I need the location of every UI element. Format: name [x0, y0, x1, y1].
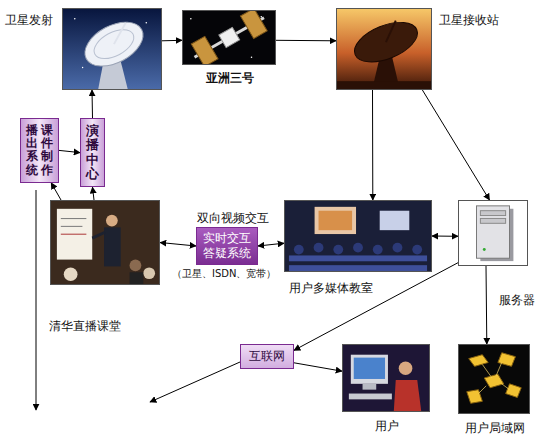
connector-arrow — [258, 243, 284, 246]
process-box: 课件制作播出系统 — [20, 118, 59, 183]
class1-picture — [51, 201, 159, 284]
internet-out-arrow — [150, 362, 240, 402]
caption-text: 清华直播课堂 — [49, 319, 121, 333]
connector-arrow — [51, 183, 61, 200]
caption-text: 用户 — [375, 419, 399, 433]
box-label: 互联网 — [249, 349, 285, 364]
lan-picture — [459, 345, 529, 413]
process-box: 实时交互答疑系统 — [196, 227, 258, 265]
caption-text: 服务器 — [499, 293, 535, 307]
photo-node: 卫星发射 — [62, 8, 162, 90]
vertical-label: 演播中心 — [86, 124, 99, 181]
class2-picture — [285, 201, 431, 271]
connector-arrow — [294, 363, 342, 371]
connector-arrow — [372, 90, 373, 200]
connector-arrow — [92, 90, 94, 118]
vertical-label: 播出系统 — [26, 124, 38, 177]
connector-arrow — [486, 266, 488, 344]
photo-node: 用户多媒体教室 — [284, 200, 432, 272]
output-arrow — [36, 190, 37, 410]
caption-text: 卫星接收站 — [439, 13, 499, 27]
photo-node: 用户局域网 — [458, 344, 530, 414]
connector-arrow — [162, 40, 182, 42]
connector-arrow — [59, 150, 80, 152]
vertical-label: 课件制作 — [41, 124, 53, 177]
photo-node: 卫星接收站 — [336, 8, 432, 90]
user-picture — [343, 345, 429, 411]
process-box: 互联网 — [240, 344, 294, 369]
connector-arrow — [422, 90, 489, 200]
box-label: 实时交互答疑系统 — [203, 231, 251, 261]
photo-node: 清华直播课堂 — [50, 200, 160, 285]
photo-node: 用户 — [342, 344, 430, 412]
photo-node: 服务器 — [458, 200, 528, 266]
connector-arrow — [276, 40, 336, 42]
caption-text: 卫星发射 — [5, 13, 53, 27]
dish-picture — [63, 9, 161, 89]
caption-text: 用户多媒体教室 — [289, 281, 373, 295]
connector-arrow — [432, 236, 458, 237]
connector-arrow — [294, 263, 458, 351]
sat-picture — [183, 11, 275, 64]
caption-text: 亚洲三号 — [206, 71, 254, 85]
photo-node: 亚洲三号 — [182, 10, 276, 65]
connector-arrow — [93, 187, 95, 200]
connector-arrow — [160, 243, 196, 247]
recv-picture — [337, 9, 431, 89]
note-label: （卫星、ISDN、宽带） — [172, 267, 276, 280]
process-box: 演播中心 — [80, 118, 105, 187]
caption-text: 用户局域网 — [465, 421, 525, 435]
note-label: 双向视频交互 — [197, 211, 269, 226]
server-picture — [459, 201, 527, 265]
